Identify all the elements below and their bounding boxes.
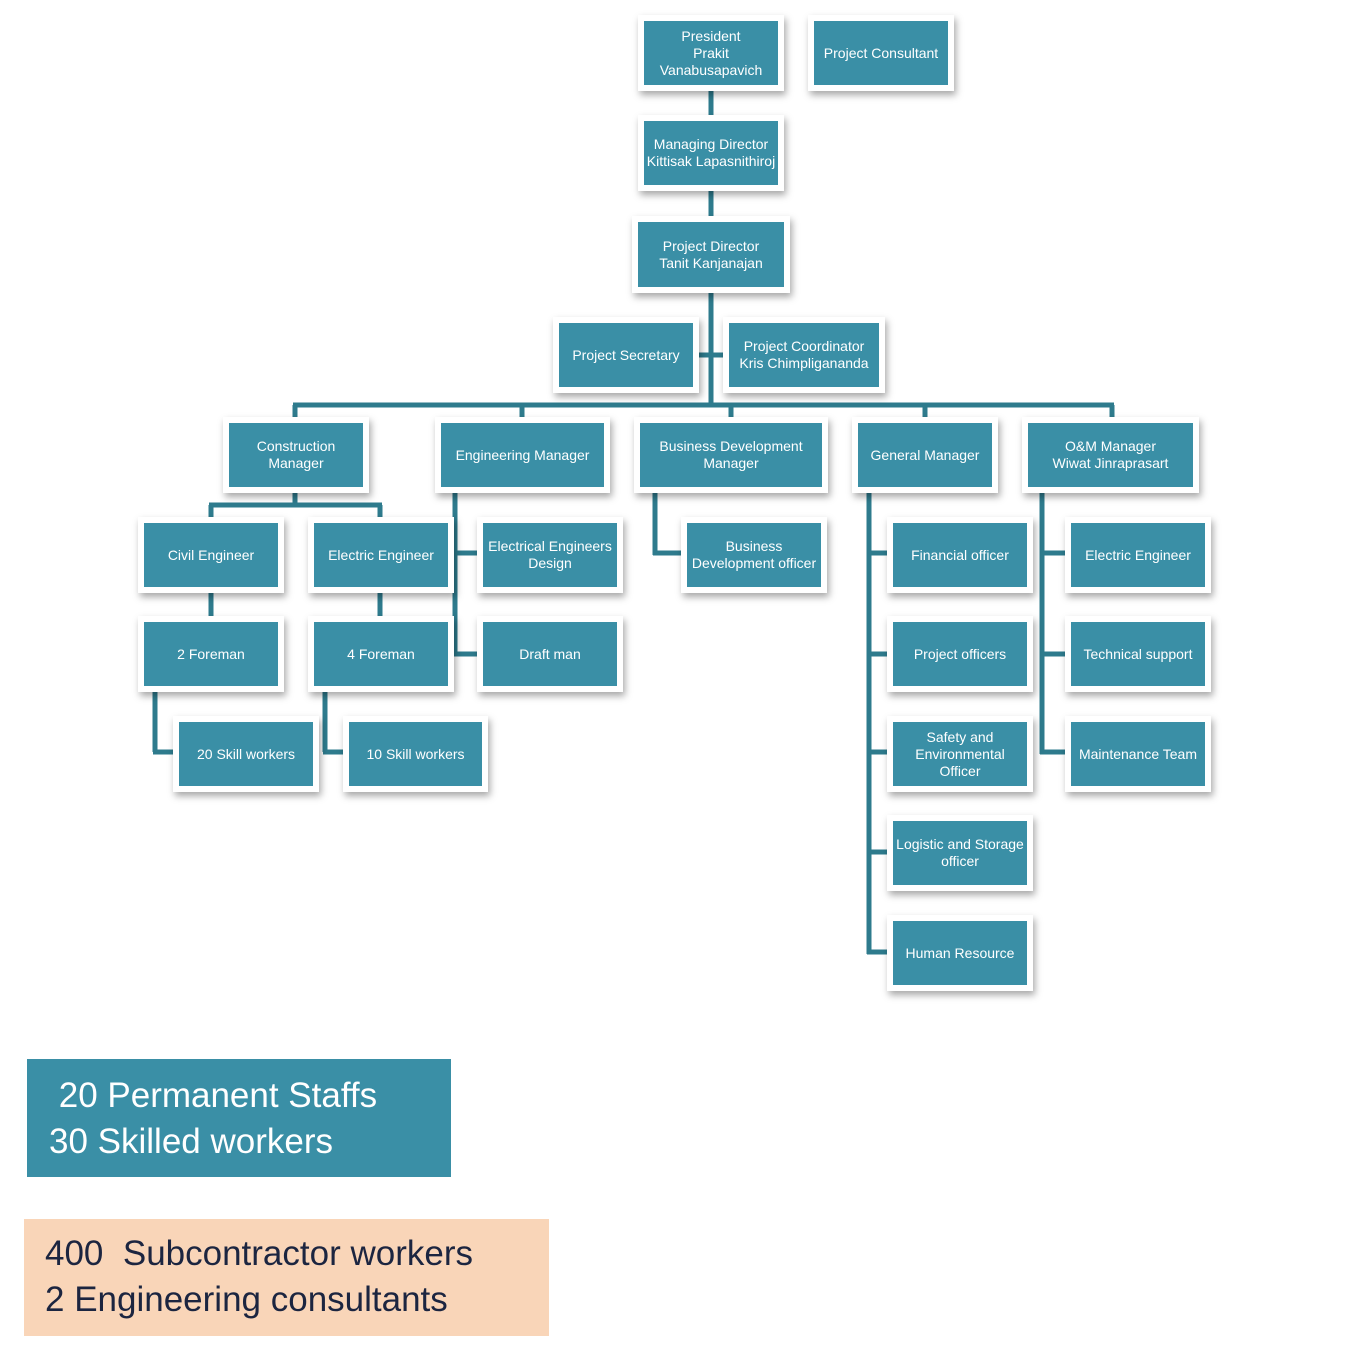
- org-node-line: officer: [941, 853, 979, 869]
- org-node-line: Project Director: [662, 237, 760, 254]
- org-node-consultant: Project Consultant: [808, 15, 954, 91]
- org-node-line: Safety and: [926, 728, 994, 745]
- org-node-line: Wiwat Jinraprasart: [1052, 455, 1169, 471]
- org-node-project-officers: Project officers: [887, 616, 1033, 692]
- engineering-consultants-text: 2 Engineering consultants: [45, 1280, 448, 1319]
- org-node-line: Prakit: [693, 44, 729, 61]
- org-node-line: Financial officer: [911, 546, 1009, 563]
- org-node-engineering: Engineering Manager: [435, 417, 610, 493]
- org-node-foreman2: 2 Foreman: [138, 616, 284, 692]
- org-node-draft: Draft man: [477, 616, 623, 692]
- org-node-om-electric: Electric Engineer: [1065, 517, 1211, 593]
- org-node-line: President: [681, 27, 741, 44]
- org-node-line: Logistic and Storage: [896, 836, 1024, 852]
- org-node-line: Business: [725, 538, 783, 554]
- org-node-electric: Electric Engineer: [308, 517, 454, 593]
- org-node-line: Construction: [256, 438, 336, 454]
- org-node-skill10: 10 Skill workers: [343, 716, 488, 792]
- org-node-financial: Financial officer: [887, 517, 1033, 593]
- subcontractor-workers-text: 400 Subcontractor workers: [45, 1234, 473, 1273]
- org-node-line: 10 Skill workers: [366, 745, 465, 762]
- org-node-line: Draft man: [519, 645, 581, 662]
- org-node-line: Business Development: [659, 438, 803, 454]
- org-node-line: Electric Engineer: [1085, 546, 1191, 563]
- org-node-tech: Technical support: [1065, 616, 1211, 692]
- org-node-line: General Manager: [870, 446, 980, 463]
- org-node-secretary: Project Secretary: [553, 317, 699, 393]
- org-node-line: Project officers: [913, 645, 1007, 662]
- staff-summary-box: 20 Permanent Staffs 30 Skilled workers: [27, 1059, 451, 1177]
- org-node-line: Development officer: [691, 555, 817, 571]
- org-node-line: Electrical Engineers: [488, 538, 612, 554]
- org-node-line: Project Secretary: [572, 346, 680, 363]
- org-node-line: Managing Director: [653, 136, 769, 152]
- org-node-gm: General Manager: [852, 417, 998, 493]
- org-node-line: Project Coordinator: [743, 338, 865, 354]
- org-node-line: Project Consultant: [823, 44, 939, 61]
- permanent-staffs-text: 20 Permanent Staffs: [49, 1076, 378, 1115]
- org-node-line: Technical support: [1083, 645, 1193, 662]
- org-node-foreman4: 4 Foreman: [308, 616, 454, 692]
- org-node-line: Manager: [268, 455, 324, 471]
- org-node-line: 2 Foreman: [177, 645, 245, 662]
- org-node-line: Electric Engineer: [328, 546, 434, 563]
- org-node-line: Officer: [939, 762, 981, 779]
- org-node-civil: Civil Engineer: [138, 517, 284, 593]
- org-node-line: Tanit Kanjanajan: [659, 254, 763, 271]
- org-node-line: O&M Manager: [1064, 438, 1157, 454]
- org-node-line: Kris Chimpligananda: [739, 355, 869, 371]
- org-node-line: Kittisak Lapasnithiroj: [646, 153, 776, 169]
- org-node-line: Engineering Manager: [455, 446, 590, 463]
- org-node-line: Design: [528, 555, 572, 571]
- org-node-skill20: 20 Skill workers: [173, 716, 319, 792]
- org-node-maintenance: Maintenance Team: [1065, 716, 1211, 792]
- subcontractor-summary-box: 400 Subcontractor workers 2 Engineering …: [24, 1219, 549, 1336]
- org-node-line: Environmental: [915, 745, 1005, 762]
- org-node-line: Maintenance Team: [1078, 745, 1198, 762]
- skilled-workers-text: 30 Skilled workers: [49, 1122, 333, 1161]
- org-node-line: Human Resource: [905, 944, 1015, 961]
- org-node-line: 20 Skill workers: [196, 745, 296, 762]
- org-node-line: Civil Engineer: [167, 546, 255, 563]
- org-node-hr: Human Resource: [887, 915, 1033, 991]
- org-node-line: 4 Foreman: [347, 645, 415, 662]
- org-node-line: Manager: [703, 455, 759, 471]
- org-node-line: Vanabusapavich: [659, 61, 763, 78]
